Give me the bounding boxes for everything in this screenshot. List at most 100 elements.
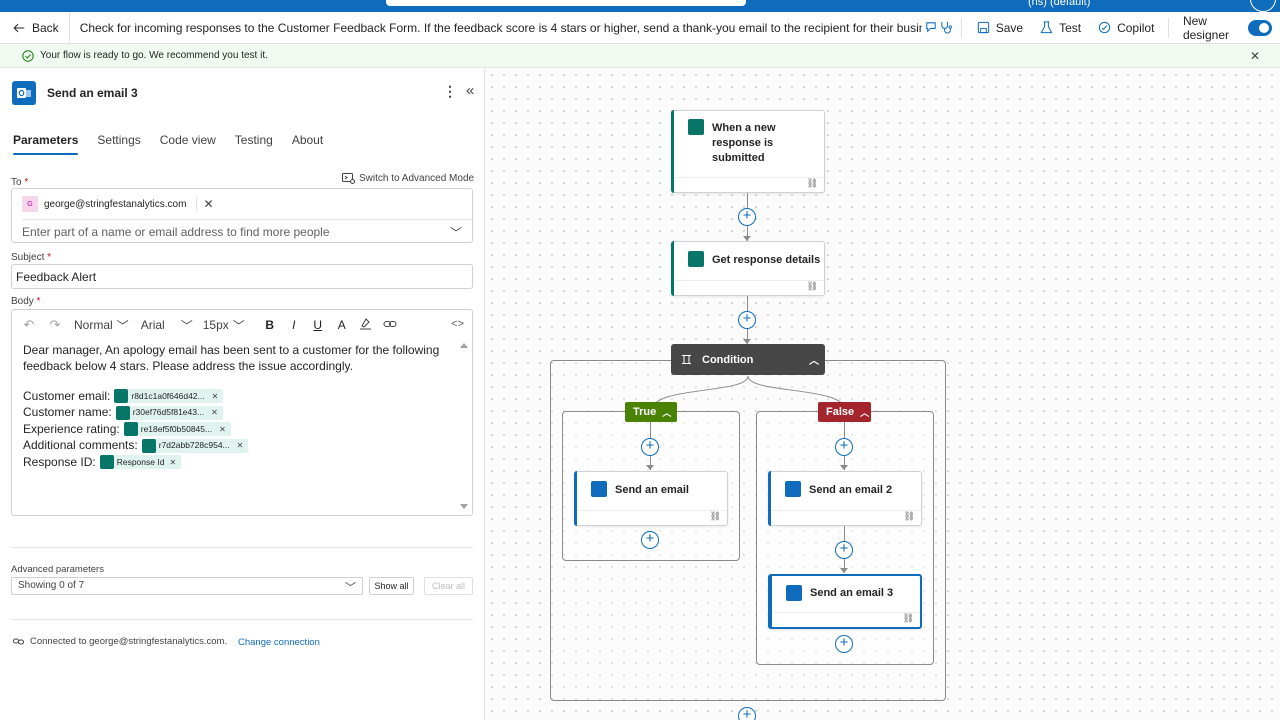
chevron-down-icon: ﹀ (180, 318, 193, 333)
connector-arrow (743, 236, 751, 241)
clear-all-button[interactable]: Clear all (424, 577, 473, 595)
code-view-button[interactable]: <> (451, 318, 464, 330)
search-box[interactable] (386, 0, 746, 6)
link-icon[interactable] (383, 318, 397, 332)
advanced-parameters-dropdown[interactable]: Showing 0 of 7 ﹀ (11, 577, 363, 595)
environment-label[interactable]: (hs) (default) (1028, 0, 1091, 8)
forms-icon (141, 438, 156, 453)
flow-checker-button[interactable] (938, 12, 955, 44)
arrow-left-icon (13, 23, 25, 32)
switch-advanced-mode-button[interactable]: Switch to Advanced Mode (342, 173, 474, 184)
redo-icon[interactable]: ↷ (49, 317, 61, 332)
trigger-card[interactable]: When a new response is submitted ⛓ (671, 110, 825, 193)
underline-button[interactable]: U (313, 318, 323, 332)
copilot-button[interactable]: Copilot (1089, 12, 1162, 44)
remove-token-icon[interactable]: ✕ (211, 391, 219, 401)
send-email-2-card[interactable]: Send an email 2 ⛓ (768, 471, 922, 526)
connector-arrow (646, 465, 654, 470)
add-step-icon[interactable]: + (738, 311, 756, 329)
to-field[interactable]: G george@stringfestanalytics.com ✕ Enter… (11, 188, 473, 243)
add-step-icon[interactable]: + (835, 541, 853, 559)
true-branch-label[interactable]: True ︿ (625, 402, 677, 422)
italic-button[interactable]: I (292, 318, 296, 332)
dynamic-content-token[interactable]: r30ef76d5f81e43...✕ (115, 405, 223, 420)
panel-title[interactable]: Send an email 3 (47, 86, 138, 100)
scroll-up-icon[interactable] (460, 343, 468, 348)
highlight-icon[interactable] (359, 317, 373, 333)
tab-about[interactable]: About (291, 133, 324, 147)
add-step-icon[interactable]: + (641, 438, 659, 456)
dynamic-content-token[interactable]: Response Id✕ (99, 455, 182, 470)
required-mark: * (36, 296, 41, 307)
link-icon: ⛓ (902, 613, 914, 623)
dynamic-content-token[interactable]: r8d1c1a0f646d42...✕ (114, 389, 224, 404)
scroll-down-icon[interactable] (460, 504, 468, 509)
body-field-row: Additional comments: r7d2abb728c954...✕ (23, 438, 443, 455)
add-step-icon[interactable]: + (835, 438, 853, 456)
font-dropdown[interactable]: Arial﹀ (141, 317, 193, 334)
subject-input[interactable]: Feedback Alert (11, 264, 473, 289)
to-label: To * (11, 177, 28, 188)
font-size-dropdown[interactable]: 15px﹀ (203, 317, 245, 334)
tab-settings[interactable]: Settings (97, 133, 141, 147)
get-response-details-card[interactable]: Get response details ⛓ (671, 241, 825, 296)
toggle-switch[interactable] (1248, 19, 1272, 36)
false-branch-label[interactable]: False ︿ (818, 402, 871, 422)
paragraph-style-dropdown[interactable]: Normal﹀ (74, 317, 129, 334)
test-button[interactable]: Test (1031, 12, 1089, 44)
add-step-icon[interactable]: + (835, 635, 853, 653)
body-content[interactable]: Dear manager, An apology email has been … (23, 343, 443, 471)
tab-parameters[interactable]: Parameters (13, 133, 79, 155)
recipient-chip[interactable]: G george@stringfestanalytics.com ✕ (22, 196, 214, 212)
back-button[interactable]: Back (0, 12, 70, 43)
remove-token-icon[interactable]: ✕ (211, 408, 218, 417)
chevron-down-icon[interactable]: ﹀ (449, 226, 462, 240)
remove-token-icon[interactable]: ✕ (236, 441, 244, 450)
field-label: Customer email: (23, 388, 111, 403)
new-designer-toggle[interactable]: New designer (1175, 12, 1280, 44)
true-label: True (633, 406, 657, 418)
flow-description[interactable]: Check for incoming responses to the Cust… (79, 20, 922, 35)
tab-code-view[interactable]: Code view (159, 133, 216, 147)
more-options-icon[interactable]: ⋮ (443, 83, 457, 99)
condition-card[interactable]: Condition ︿ (671, 344, 825, 375)
body-field-row: Customer email: r8d1c1a0f646d42...✕ (23, 388, 443, 405)
body-field-row: Experience rating: re18ef5f0b50845...✕ (23, 421, 443, 438)
save-icon (977, 21, 989, 34)
font-color-button[interactable]: A (337, 318, 346, 332)
save-button[interactable]: Save (968, 12, 1031, 44)
tab-testing[interactable]: Testing (234, 133, 273, 147)
field-label: Additional comments: (23, 438, 138, 452)
connection-icon (13, 638, 24, 645)
false-label: False (826, 406, 855, 418)
remove-token-icon[interactable]: ✕ (219, 424, 226, 434)
chevron-up-icon: ︿ (860, 407, 870, 418)
to-label-text: To (11, 177, 22, 188)
change-connection-link[interactable]: Change connection (238, 637, 320, 648)
bold-button[interactable]: B (265, 318, 275, 332)
show-all-button[interactable]: Show all (369, 577, 414, 595)
panel-tabs: Parameters Settings Code view Testing Ab… (13, 133, 342, 155)
add-step-icon[interactable]: + (738, 208, 756, 226)
body-scrollbar[interactable] (460, 343, 468, 509)
add-step-icon[interactable]: + (738, 707, 756, 720)
undo-icon[interactable]: ↶ (23, 317, 35, 332)
outlook-icon (591, 481, 607, 497)
subject-label-text: Subject (11, 252, 45, 263)
collapse-panel-icon[interactable]: « (466, 82, 475, 99)
send-email-card[interactable]: Send an email ⛓ (574, 471, 728, 526)
dynamic-content-token[interactable]: re18ef5f0b50845...✕ (123, 422, 231, 437)
add-step-icon[interactable]: + (641, 531, 659, 549)
remove-token-icon[interactable]: ✕ (169, 457, 177, 467)
user-avatar[interactable] (1250, 0, 1276, 12)
feedback-button[interactable] (922, 12, 939, 44)
send-email-3-card-selected[interactable]: Send an email 3 ⛓ (768, 574, 922, 629)
chevron-up-icon[interactable]: ︿ (809, 356, 819, 367)
dynamic-content-token[interactable]: r7d2abb728c954...✕ (141, 438, 249, 453)
close-icon[interactable]: ✕ (1249, 49, 1260, 63)
to-search-input[interactable]: Enter part of a name or email address to… (22, 225, 330, 239)
card-divider (675, 177, 824, 178)
body-editor[interactable]: ↶ ↷ Normal﹀ Arial﹀ 15px﹀ B I U A <> Dear… (11, 309, 473, 516)
body-text-line: feedback below 4 stars. Please address t… (23, 358, 353, 373)
remove-recipient-icon[interactable]: ✕ (196, 197, 214, 211)
